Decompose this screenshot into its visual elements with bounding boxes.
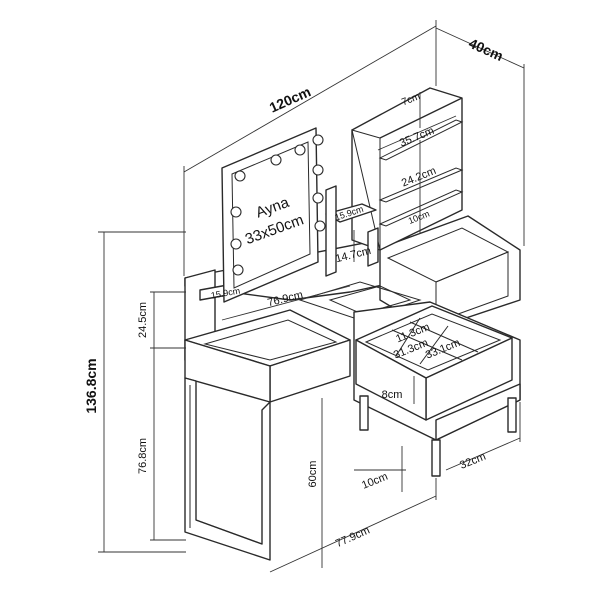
small-side-post-2 bbox=[367, 227, 379, 267]
drawer-divider-4 bbox=[419, 325, 449, 365]
bulb-icon bbox=[230, 238, 242, 250]
bulb-icon bbox=[270, 154, 282, 166]
bulb-icon bbox=[234, 170, 246, 182]
shelf-1 bbox=[378, 119, 464, 161]
left-drawer-inner bbox=[203, 319, 338, 361]
leg-back-right bbox=[507, 397, 517, 433]
mirror-glass bbox=[231, 141, 311, 289]
open-drawer-side bbox=[355, 339, 427, 421]
center-recess bbox=[298, 281, 422, 321]
leg-front-left bbox=[359, 395, 369, 431]
height-upper-label: 24.5cm bbox=[137, 302, 149, 338]
bulb-icon bbox=[312, 134, 324, 146]
side-depth-label: 32cm bbox=[458, 451, 487, 472]
mirror-frame bbox=[221, 127, 319, 303]
bulb-icon bbox=[312, 164, 324, 176]
dimension-lines bbox=[98, 20, 525, 573]
drawer-divider-3 bbox=[395, 317, 421, 357]
leg-height-label: 60cm bbox=[307, 461, 319, 488]
height-total-label: 136.8cm bbox=[83, 358, 99, 413]
drawer-unit-front bbox=[435, 383, 521, 441]
frame-bottom-bar bbox=[195, 519, 263, 545]
drawer-inner-tray bbox=[364, 313, 502, 371]
shelf-3 bbox=[378, 189, 464, 227]
bulb-icon bbox=[314, 220, 326, 232]
vanity-table bbox=[184, 87, 521, 561]
dimension-labels: 120cm 40cm 136.8cm 24.5cm 76.8cm 60cm 10… bbox=[83, 35, 506, 550]
bulb-icon bbox=[312, 192, 324, 204]
shelf-unit-top-edge bbox=[379, 97, 463, 139]
shelf-unit-front bbox=[351, 129, 381, 251]
leg-gap-label: 10cm bbox=[360, 471, 389, 492]
leg-front-right bbox=[431, 439, 441, 477]
drawer-height-label: 8cm bbox=[382, 389, 403, 401]
bulb-icon bbox=[294, 144, 306, 156]
small-side-post bbox=[325, 185, 337, 277]
height-lower-label: 76.8cm bbox=[137, 438, 149, 474]
shelf-2 bbox=[378, 167, 464, 203]
left-frame bbox=[184, 377, 271, 561]
bottom-width-label: 77.9cm bbox=[334, 524, 372, 550]
bulb-icon bbox=[232, 264, 244, 276]
drawer-divider-1 bbox=[391, 329, 463, 361]
bulb-icon bbox=[230, 206, 242, 218]
drawer-divider-2 bbox=[409, 321, 479, 353]
mirror-bulbs bbox=[230, 134, 326, 276]
center-recess-inner bbox=[328, 285, 412, 315]
depth-total-label: 40cm bbox=[466, 35, 505, 64]
